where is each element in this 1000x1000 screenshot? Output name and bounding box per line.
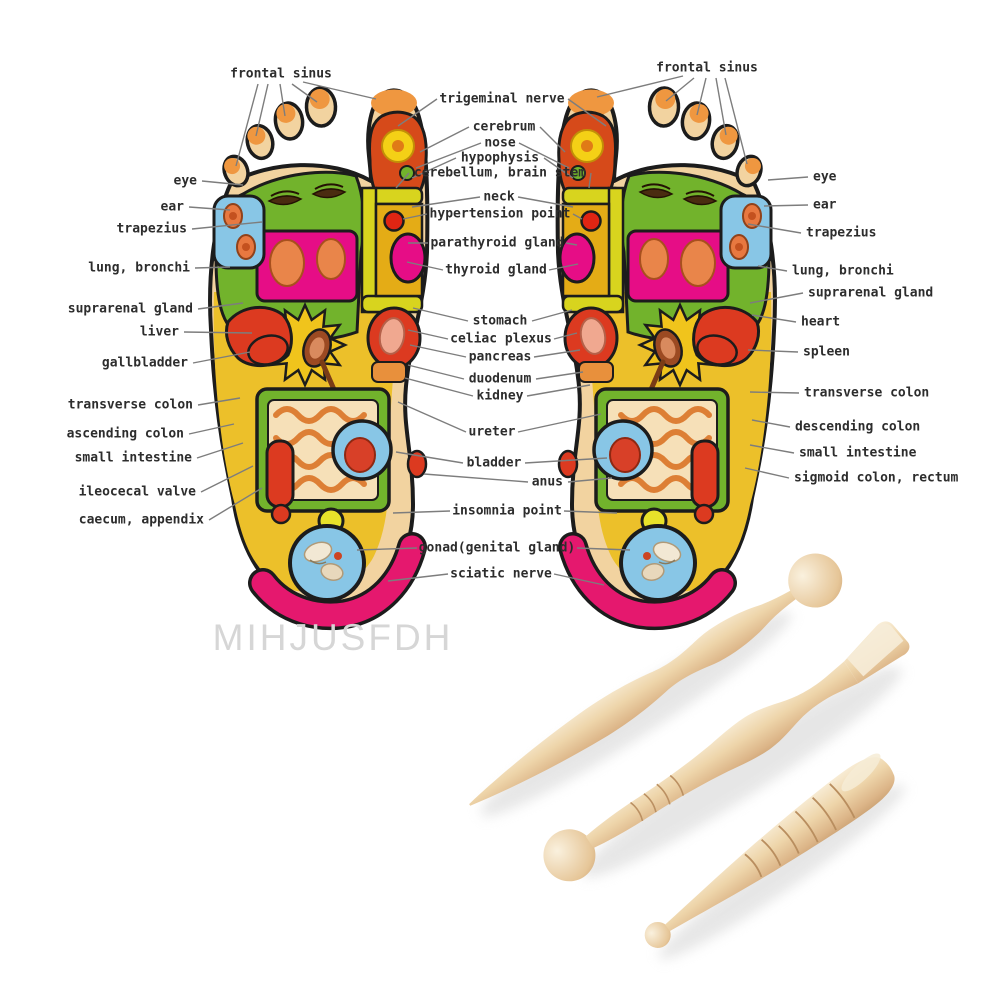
leader-line	[751, 314, 797, 323]
leader-line	[749, 444, 795, 454]
leader-line	[576, 547, 631, 551]
leader-line	[392, 510, 451, 514]
leader-line	[749, 292, 804, 304]
leader-line	[412, 307, 469, 322]
leader-line	[188, 206, 231, 211]
leader-line	[744, 467, 790, 479]
leader-line	[524, 457, 608, 464]
leader-line	[397, 98, 438, 127]
leader-line	[757, 265, 788, 272]
leader-line	[553, 332, 578, 340]
leader-line	[291, 83, 318, 103]
leader-line	[747, 349, 799, 353]
leader-line	[696, 77, 707, 116]
leader-line	[588, 172, 592, 189]
leader-line	[406, 261, 444, 271]
leader-line	[208, 487, 263, 521]
leader-line	[747, 223, 802, 234]
leader-line	[196, 442, 244, 459]
leader-line	[201, 180, 244, 186]
leader-line	[567, 98, 607, 127]
leader-line	[302, 81, 377, 100]
leader-line	[409, 344, 467, 358]
leader-line	[197, 397, 241, 406]
right-foot-diagram	[558, 88, 775, 616]
leader-line	[553, 573, 605, 586]
leader-line	[395, 172, 410, 189]
leader-line	[404, 377, 474, 397]
leader-line	[183, 331, 253, 334]
leader-line	[567, 477, 613, 483]
leader-line	[423, 473, 529, 483]
left-foot-diagram	[210, 88, 427, 616]
leader-line	[200, 465, 254, 493]
leader-line	[255, 83, 269, 137]
leader-line	[235, 83, 259, 167]
leader-line	[192, 351, 251, 364]
leader-line	[397, 401, 467, 433]
leader-line	[526, 384, 591, 397]
leader-line	[356, 547, 418, 551]
massage-stick-grooved-cone	[644, 753, 895, 948]
leader-line	[518, 142, 570, 169]
leader-line	[533, 349, 581, 358]
leader-line	[188, 423, 235, 435]
leader-line	[563, 510, 618, 514]
leader-line	[565, 242, 578, 246]
leader-line	[535, 371, 584, 380]
leader-line	[411, 157, 457, 179]
leader-line	[279, 83, 286, 117]
leader-line	[197, 302, 244, 310]
leader-line	[715, 77, 727, 136]
leader-line	[539, 126, 566, 153]
leader-line	[402, 213, 428, 220]
leader-line	[387, 573, 449, 582]
leader-line	[596, 75, 684, 98]
leader-line	[543, 157, 574, 179]
leader-line	[751, 419, 791, 428]
leader-line	[665, 77, 695, 102]
leader-lines	[183, 75, 809, 586]
leader-line	[749, 391, 800, 394]
leader-line	[517, 196, 574, 208]
leader-line	[411, 196, 481, 208]
leader-line	[407, 364, 465, 380]
leader-line	[415, 142, 482, 169]
leader-line	[191, 221, 263, 230]
leader-line	[531, 309, 573, 322]
leader-line	[395, 451, 464, 464]
leader-line	[419, 126, 470, 153]
leader-line	[194, 266, 231, 269]
leader-line	[763, 204, 809, 207]
leader-line	[724, 77, 748, 165]
leader-line	[572, 213, 583, 220]
watermark: MIHJUSFDH	[212, 617, 454, 658]
massage-stick-ball-knob	[469, 553, 843, 806]
leader-line	[407, 329, 449, 340]
leader-line	[767, 176, 809, 181]
massage-stick-chisel	[543, 621, 910, 882]
leader-line	[548, 263, 579, 271]
leader-line	[517, 413, 602, 433]
